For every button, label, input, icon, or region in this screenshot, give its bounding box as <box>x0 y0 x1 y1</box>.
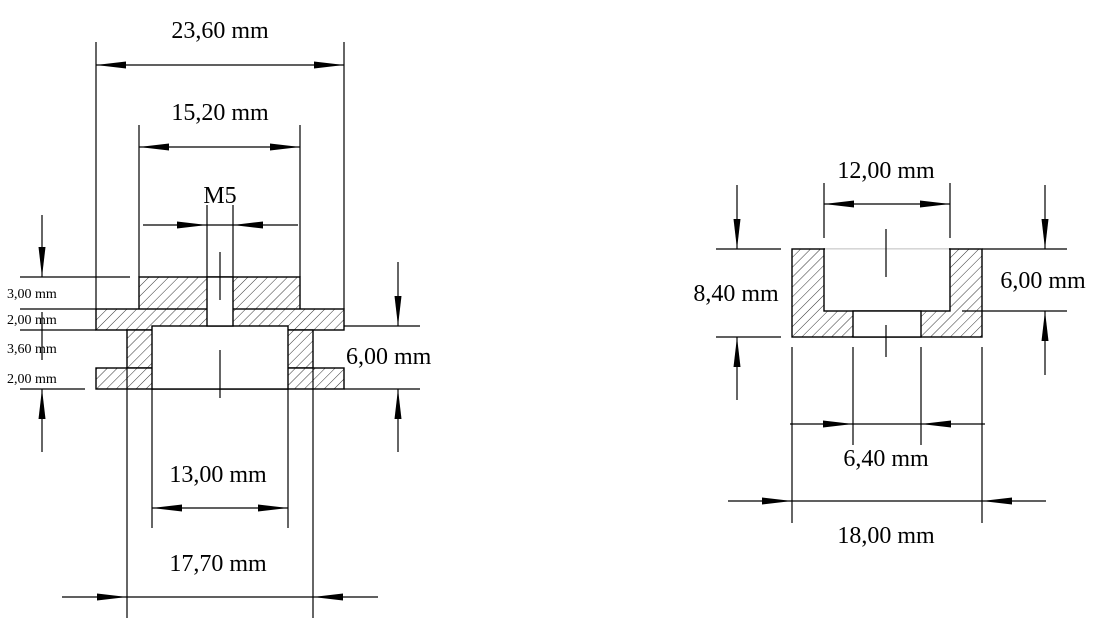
arrowhead-icon <box>313 593 343 601</box>
dim-cavity-depth: 6,00 mm <box>346 344 432 370</box>
arrowhead-icon <box>139 143 169 151</box>
arrowhead-icon <box>1041 219 1049 249</box>
dimension-arrows <box>38 61 1049 601</box>
arrowhead-icon <box>38 389 46 419</box>
dim-layer-4: 2,00 mm <box>7 372 57 387</box>
arrowhead-icon <box>733 337 741 367</box>
dim-body-width: 17,70 mm <box>169 551 267 577</box>
arrowhead-icon <box>824 200 854 208</box>
arrowhead-icon <box>177 221 207 229</box>
right-section-view: 12,00 mm 8,40 mm 6,00 mm 6,40 mm 18,00 m… <box>693 158 1086 549</box>
dim-layer-2: 2,00 mm <box>7 313 57 328</box>
dim-cup-cavity-depth: 6,00 mm <box>1000 268 1086 294</box>
dim-layer-1: 3,00 mm <box>7 287 57 302</box>
dim-cup-inner-width: 12,00 mm <box>837 158 935 184</box>
arrowhead-icon <box>314 61 344 69</box>
arrowhead-icon <box>982 497 1012 505</box>
arrowhead-icon <box>38 247 46 277</box>
arrowhead-icon <box>152 504 182 512</box>
cup-hole <box>852 310 922 338</box>
dim-overall-width: 23,60 mm <box>171 18 269 44</box>
left-section-view: 23,60 mm 15,20 mm M5 3,00 mm 2,00 mm 3,6… <box>7 18 432 618</box>
dim-thread: M5 <box>203 183 236 209</box>
dim-cup-overall-height: 8,40 mm <box>693 281 779 307</box>
arrowhead-icon <box>921 420 951 428</box>
dim-cup-overall-width: 18,00 mm <box>837 523 935 549</box>
dim-layer-3: 3,60 mm <box>7 342 57 357</box>
dim-cup-hole-width: 6,40 mm <box>843 446 929 472</box>
right-lines <box>716 183 1067 523</box>
arrowhead-icon <box>733 219 741 249</box>
dim-inner-width: 13,00 mm <box>169 462 267 488</box>
arrowhead-icon <box>258 504 288 512</box>
dim-top-block-width: 15,20 mm <box>171 100 269 126</box>
arrowhead-icon <box>97 593 127 601</box>
arrowhead-icon <box>1041 311 1049 341</box>
arrowhead-icon <box>823 420 853 428</box>
arrowhead-icon <box>394 389 402 419</box>
arrowhead-icon <box>233 221 263 229</box>
arrowhead-icon <box>920 200 950 208</box>
arrowhead-icon <box>96 61 126 69</box>
cup-cavity <box>823 248 951 312</box>
arrowhead-icon <box>394 296 402 326</box>
arrowhead-icon <box>270 143 300 151</box>
arrowhead-icon <box>762 497 792 505</box>
